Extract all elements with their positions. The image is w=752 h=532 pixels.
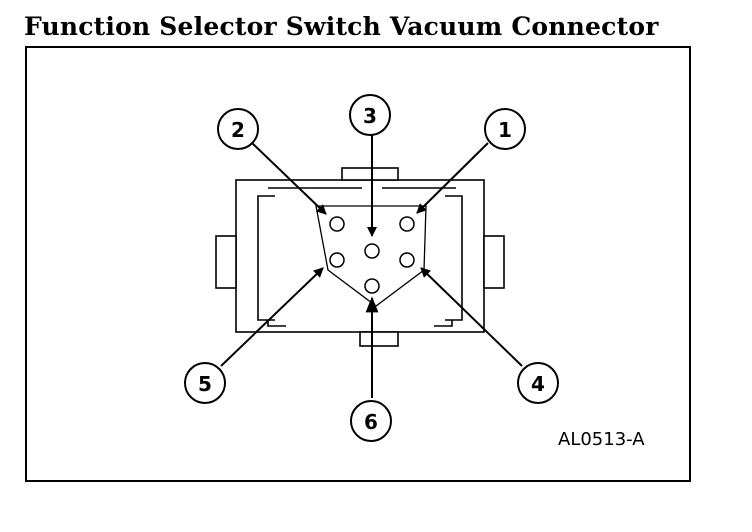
callout-circle-3 bbox=[349, 94, 391, 136]
callout-label-1: 1 bbox=[498, 118, 512, 142]
port-6 bbox=[364, 278, 380, 294]
callout-circle-2 bbox=[217, 108, 259, 150]
port-1 bbox=[399, 216, 415, 232]
callout-label-5: 5 bbox=[198, 372, 212, 396]
leader-4 bbox=[420, 267, 523, 367]
connector-housing bbox=[215, 167, 505, 347]
callout-label-3: 3 bbox=[363, 104, 377, 128]
connector-face-outline bbox=[315, 205, 427, 307]
callout-label-4: 4 bbox=[531, 372, 545, 396]
diagram-frame bbox=[25, 46, 691, 482]
leader-1 bbox=[416, 142, 489, 214]
vacuum-ports bbox=[329, 216, 415, 294]
leader-5 bbox=[220, 267, 324, 367]
port-5 bbox=[329, 252, 345, 268]
callout-circle-6 bbox=[350, 400, 392, 442]
callout-label-6: 6 bbox=[364, 410, 378, 434]
callout-label-2: 2 bbox=[231, 118, 245, 142]
port-4 bbox=[399, 252, 415, 268]
port-2 bbox=[329, 216, 345, 232]
diagram-title: Function Selector Switch Vacuum Connecto… bbox=[24, 12, 659, 41]
port-3 bbox=[364, 243, 380, 259]
callout-circle-4 bbox=[517, 362, 559, 404]
callout-circle-1 bbox=[484, 108, 526, 150]
leader-2 bbox=[251, 142, 327, 215]
figure-id: AL0513-A bbox=[558, 429, 645, 450]
callout-circle-5 bbox=[184, 362, 226, 404]
